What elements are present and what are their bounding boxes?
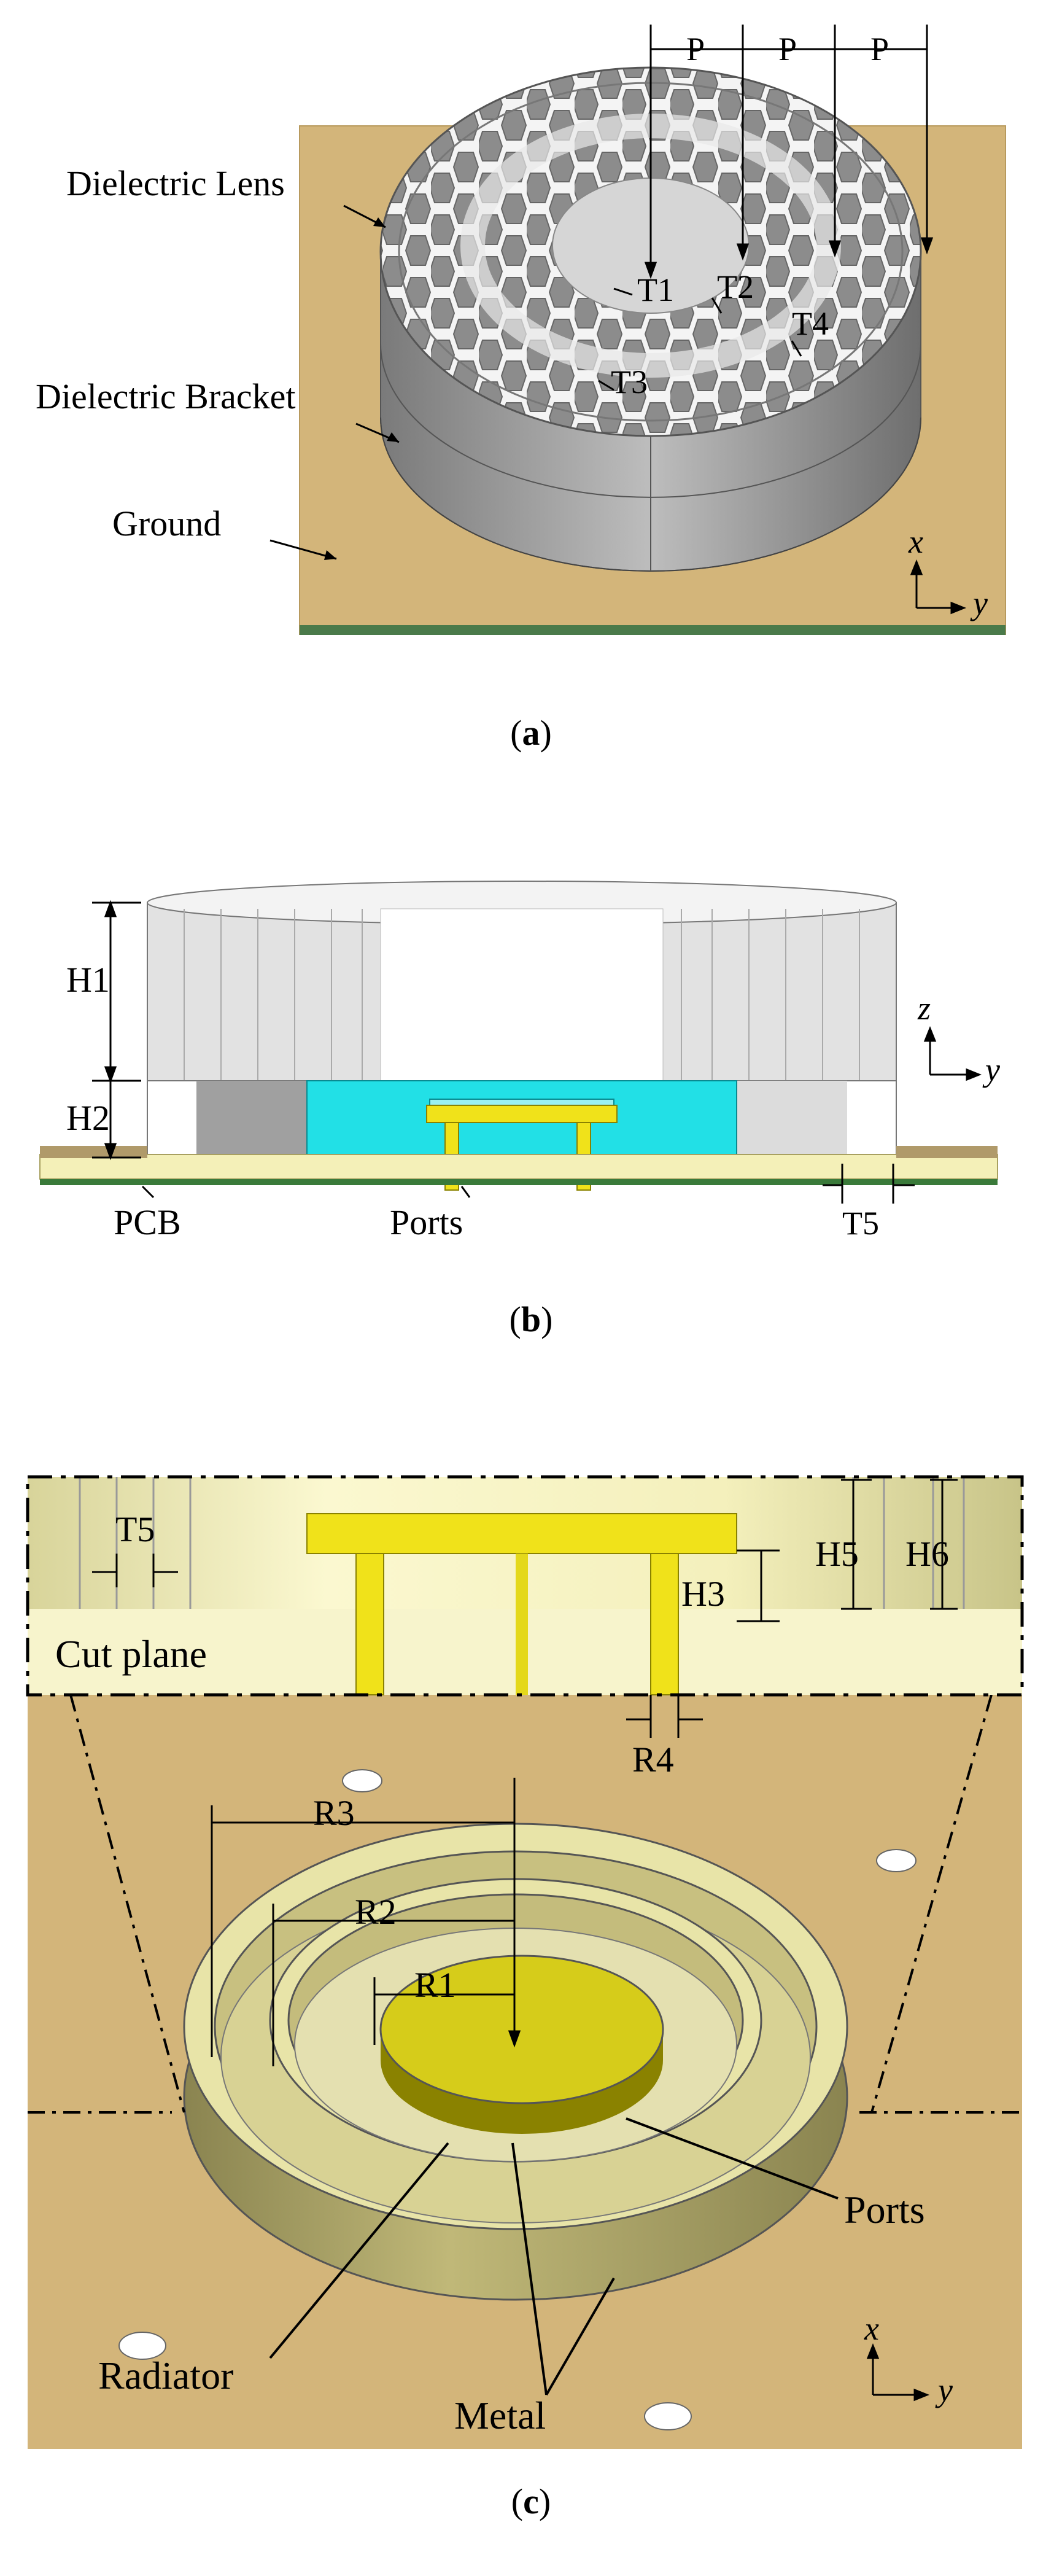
label-r1: R1: [414, 1965, 456, 2005]
label-h3: H3: [681, 1574, 725, 1614]
label-metal: Metal: [454, 2394, 546, 2437]
label-t5-c: T5: [115, 1509, 155, 1549]
label-radiator: Radiator: [98, 2354, 233, 2397]
label-r2: R2: [355, 1892, 397, 1932]
cut-plane-box: [26, 1475, 1024, 1697]
cyan-feed-body: [306, 1080, 737, 1167]
leader-dielectric-bracket-arrow: [387, 432, 399, 442]
axis-y-c: y: [935, 2372, 953, 2408]
panel-b: H1 H2 PCB Ports T5 z y (b): [0, 780, 1062, 1425]
label-ports-c: Ports: [844, 2188, 925, 2232]
label-h1: H1: [66, 960, 110, 1000]
height-dimensions: [92, 900, 141, 1161]
mounting-holes: [118, 1769, 917, 2430]
label-h5: H5: [815, 1534, 859, 1574]
label-p1: P: [686, 31, 705, 68]
label-t3: T3: [611, 364, 648, 400]
label-h6: H6: [905, 1534, 949, 1574]
pcb-layer: [39, 1146, 998, 1185]
label-dielectric-bracket: Dielectric Bracket: [36, 376, 295, 416]
axis-y-b: y: [982, 1051, 1000, 1088]
label-r3: R3: [313, 1793, 355, 1833]
label-dielectric-lens: Dielectric Lens: [66, 163, 285, 203]
leader-ports-b: [460, 1186, 471, 1198]
panel-c-figure: T5 Cut plane H3 H5 H6 R4 R3 R2 R1 Ports …: [26, 1475, 1024, 2449]
t5-dimension: [823, 1164, 915, 1204]
leader-pcb: [141, 1185, 155, 1199]
label-t2: T2: [717, 268, 754, 305]
label-p3: P: [870, 31, 889, 68]
t-arrows: [598, 287, 802, 391]
panel-a-figure: P P P T1 T2 T3 T4 Dielectric Lens Dielec…: [36, 25, 1006, 635]
axis-z-b: z: [917, 990, 931, 1027]
panel-c: T5 Cut plane H3 H5 H6 R4 R3 R2 R1 Ports …: [0, 1425, 1062, 2576]
axis-x-a: x: [908, 523, 923, 560]
label-t4: T4: [792, 305, 829, 342]
panel-a: P P P T1 T2 T3 T4 Dielectric Lens Dielec…: [0, 0, 1062, 780]
axes-c: [866, 2343, 930, 2402]
label-t1: T1: [637, 271, 674, 308]
label-t5-b: T5: [842, 1205, 879, 1242]
label-ports-b: Ports: [390, 1202, 463, 1242]
label-r4: R4: [632, 1740, 674, 1780]
axes-b: [923, 1025, 982, 1081]
caption-b: (b): [509, 1299, 553, 1339]
axis-x-c: x: [864, 2310, 879, 2347]
label-h2: H2: [66, 1098, 110, 1138]
lens-side-view: [147, 881, 897, 1081]
pitch-dimensions: [644, 25, 934, 279]
caption-a: (a): [510, 713, 552, 753]
radiator-disk: [379, 1955, 664, 2134]
caption-c: (c): [511, 2481, 551, 2521]
leader-dielectric-lens-arrow: [373, 217, 386, 227]
axes-a: [910, 559, 967, 615]
cut-indicator-lines: [28, 1694, 1022, 2114]
label-cut-plane: Cut plane: [55, 1632, 207, 1676]
label-pcb: PCB: [114, 1202, 181, 1242]
cut-plane-dimensions: [92, 1479, 958, 1738]
axis-y-a: y: [970, 585, 988, 621]
label-p2: P: [778, 31, 797, 68]
leader-ground-arrow: [324, 550, 336, 560]
leaders-c: [269, 2117, 839, 2396]
radius-dimensions: [211, 1778, 521, 2066]
label-ground: Ground: [112, 504, 221, 543]
panel-b-figure: H1 H2 PCB Ports T5 z y: [39, 881, 1000, 1242]
